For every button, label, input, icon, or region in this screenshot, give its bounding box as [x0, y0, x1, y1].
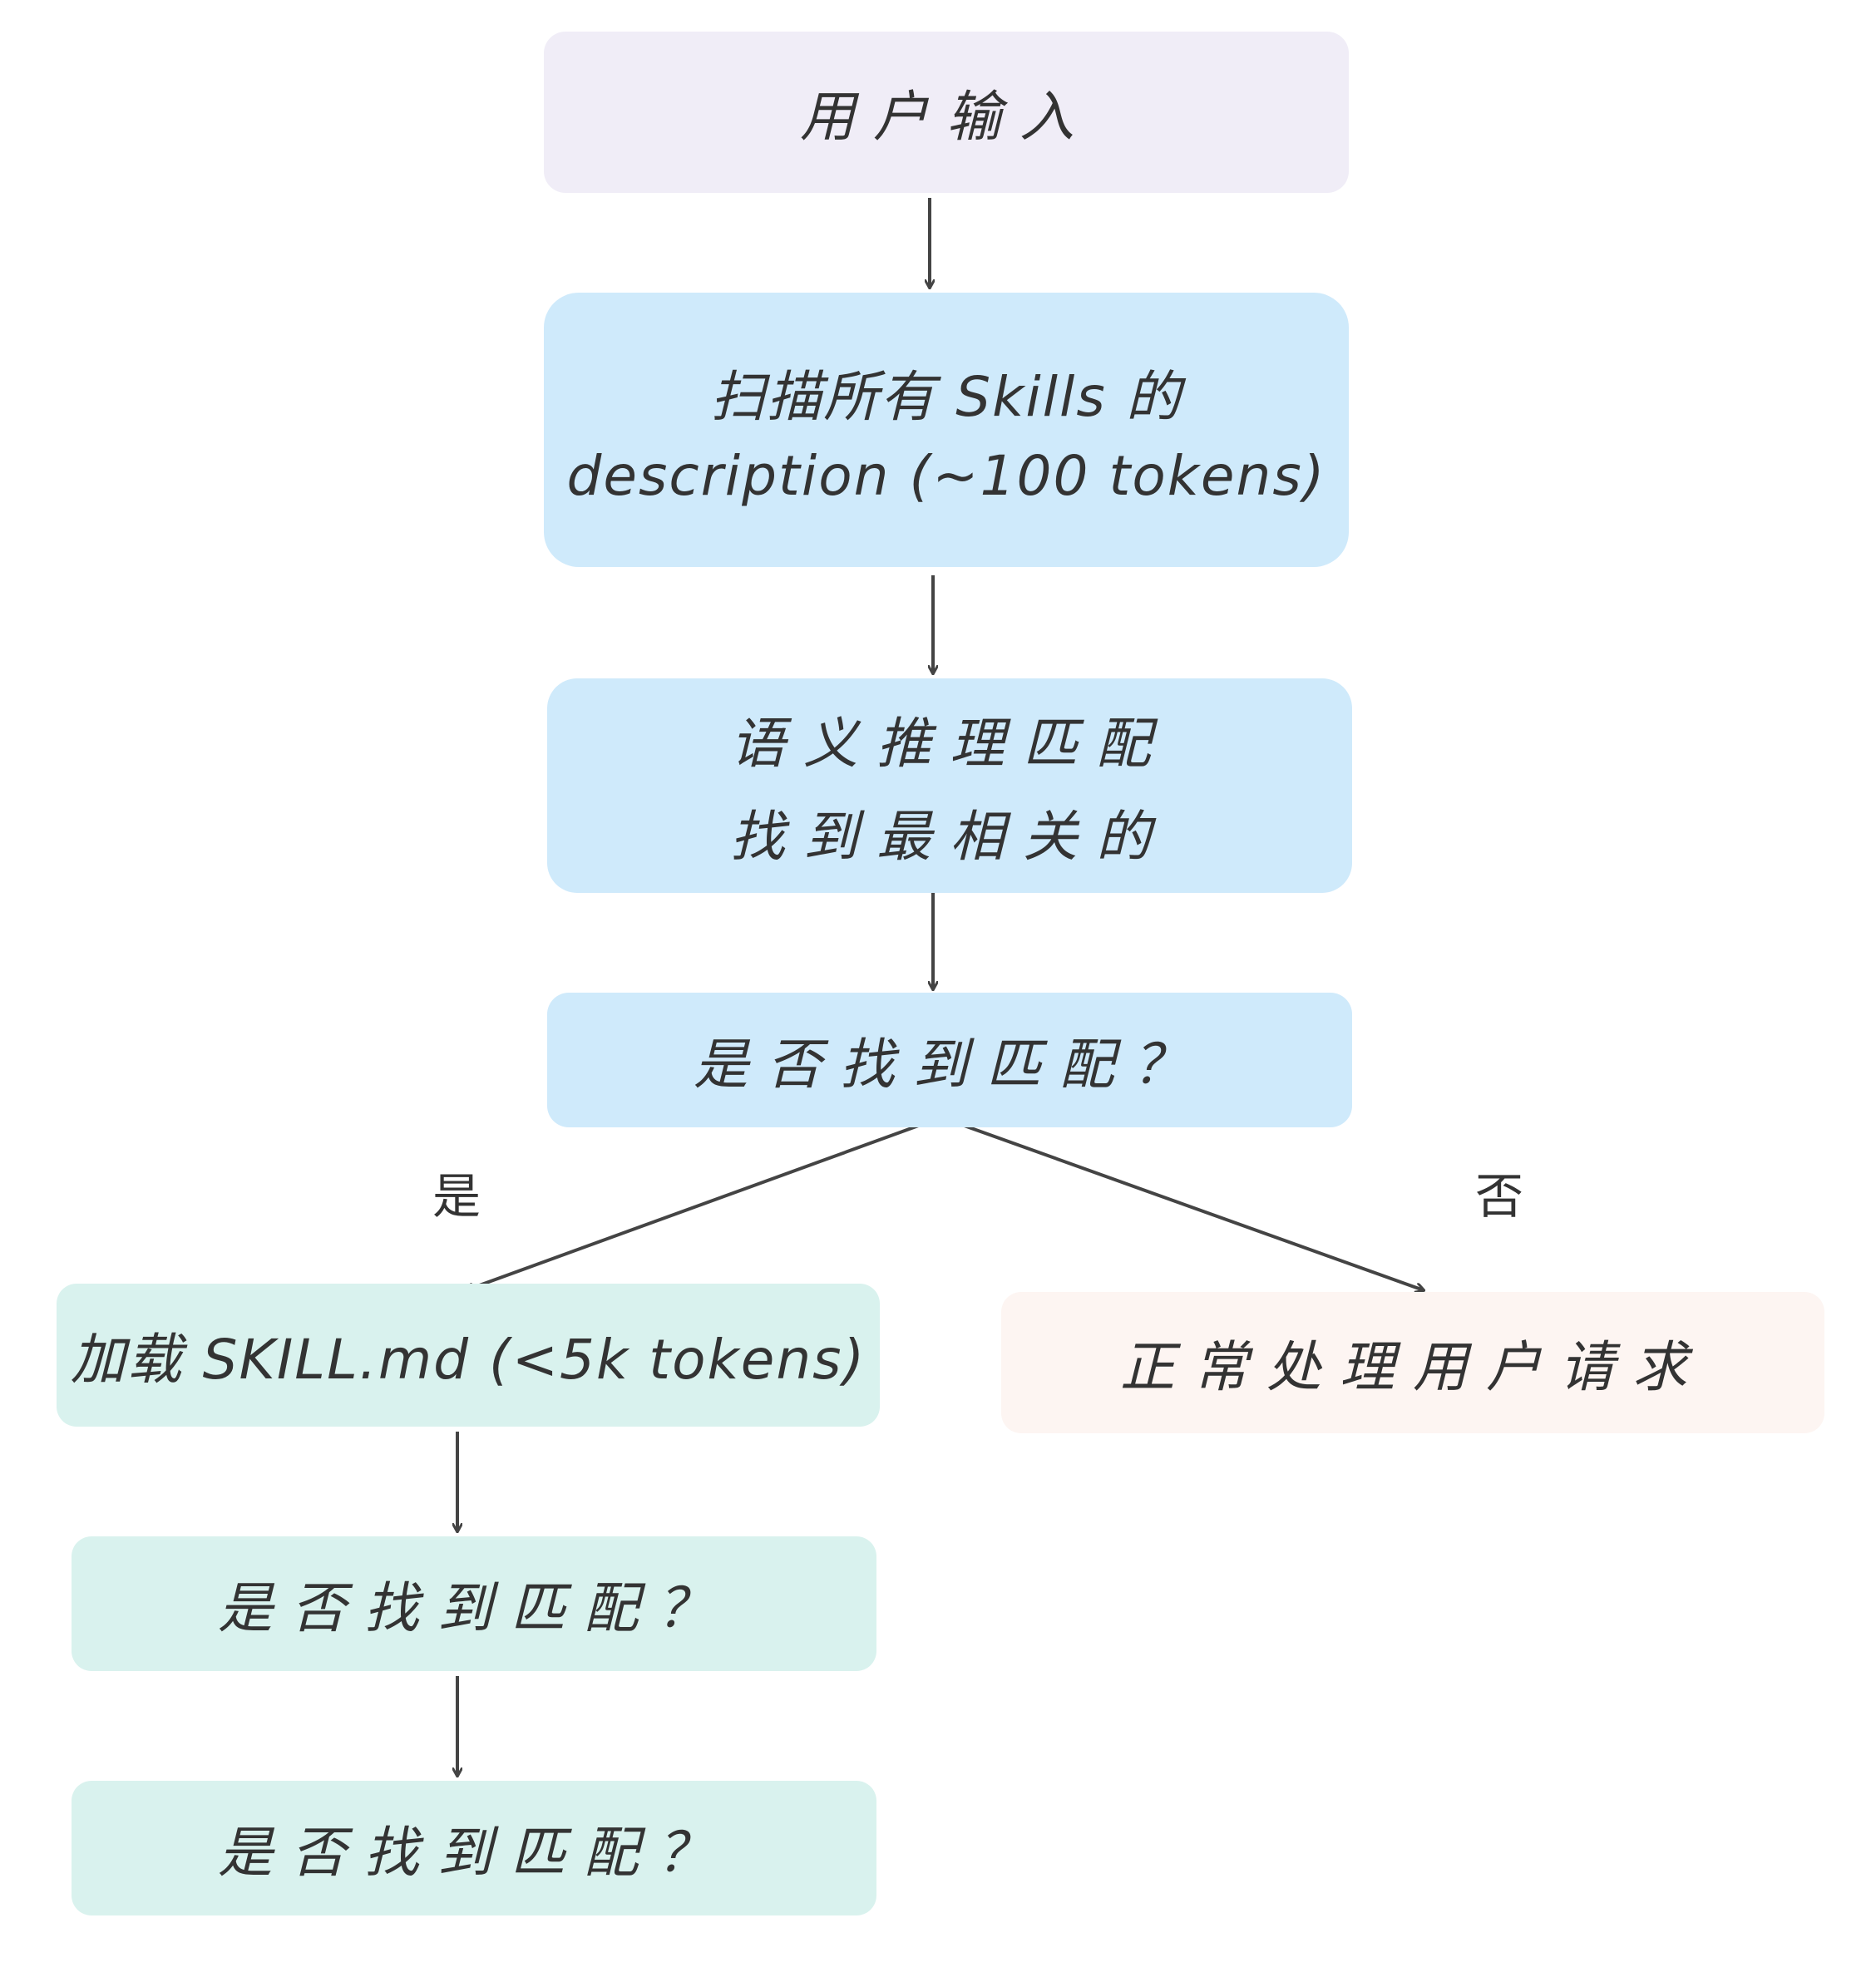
- check-match-node-3: 是否找到匹配？: [72, 1781, 876, 1915]
- normal-process-node: 正常处理用户请求: [1001, 1292, 1824, 1433]
- scan-skills-label-line1: 扫描所有 Skills 的: [710, 364, 1182, 429]
- user-input-label: 用户输入: [800, 85, 1093, 149]
- semantic-match-node: 语义推理匹配 找到最相关的: [547, 678, 1352, 893]
- load-skill-label: 加载 SKILL.md (<5k tokens): [70, 1328, 866, 1392]
- decision-node: 是否找到匹配？: [547, 993, 1352, 1127]
- check-match-label-3: 是否找到匹配？: [218, 1821, 730, 1885]
- semantic-match-label-line1: 语义推理匹配: [730, 712, 1169, 776]
- user-input-node: 用户输入: [544, 32, 1349, 193]
- check-match-node-2: 是否找到匹配？: [72, 1536, 876, 1671]
- edge-label-yes: 是: [432, 1168, 481, 1225]
- load-skill-node: 加载 SKILL.md (<5k tokens): [57, 1284, 880, 1427]
- arrow-decision-to-normal: [959, 1122, 1424, 1290]
- decision-label: 是否找到匹配？: [694, 1033, 1206, 1097]
- arrow-decision-to-load: [466, 1122, 924, 1290]
- scan-skills-node: 扫描所有 Skills 的 description (~100 tokens): [544, 293, 1349, 567]
- edge-label-no: 否: [1475, 1168, 1524, 1225]
- semantic-match-label-line2: 找到最相关的: [730, 805, 1169, 869]
- check-match-label-2: 是否找到匹配？: [218, 1576, 730, 1640]
- normal-process-label: 正常处理用户请求: [1120, 1335, 1706, 1399]
- scan-skills-label-line2: description (~100 tokens): [566, 443, 1326, 508]
